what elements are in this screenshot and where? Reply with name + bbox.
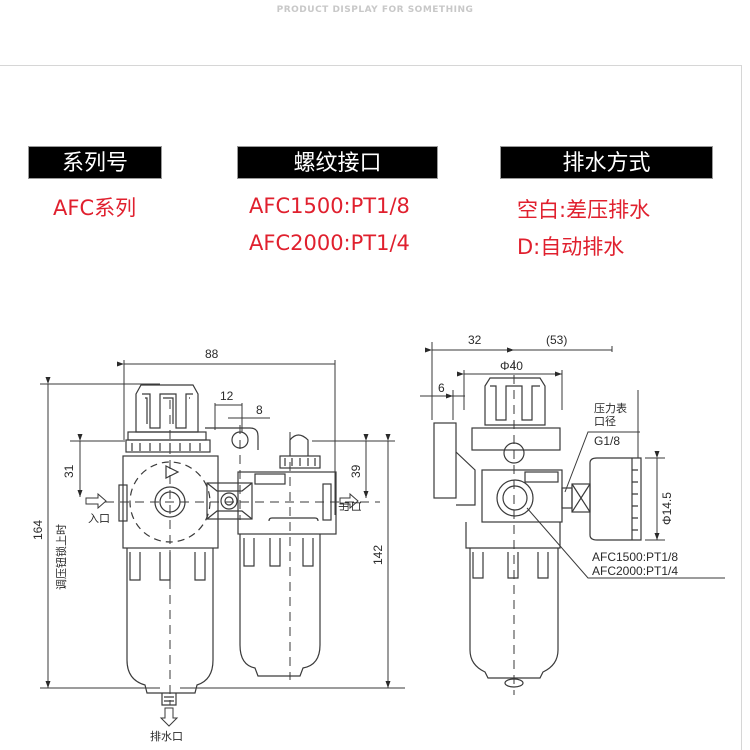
dim-height-port-left: 31 <box>62 464 76 478</box>
dim-width-total: 88 <box>205 347 219 361</box>
dim-port-offset: 12 <box>220 389 234 403</box>
dim-diameter-top: Φ40 <box>500 359 523 373</box>
gauge-port-block <box>206 482 253 520</box>
drain-label: 排水口 <box>150 729 183 743</box>
series-value: AFC系列 <box>53 196 137 220</box>
side-bowl <box>469 548 559 679</box>
gauge-port-label-1: 压力表 <box>594 401 627 415</box>
outlet-label-2: 口 <box>350 501 363 512</box>
regulator-knob <box>135 384 199 433</box>
section-frame-right <box>741 65 742 750</box>
drain-value-2: D:自动排水 <box>517 235 625 259</box>
page-caption: PRODUCT DISPLAY FOR SOMETHING <box>276 5 474 15</box>
thread-value-1: AFC1500:PT1/8 <box>249 194 410 218</box>
thread-heading: 螺纹接口 <box>237 146 438 179</box>
pressure-gauge <box>589 457 642 541</box>
side-view-drawing <box>433 377 642 688</box>
drain-heading: 排水方式 <box>500 146 713 179</box>
lubricator-cap <box>289 434 309 456</box>
lubricator-bowl <box>239 534 321 677</box>
gauge-thread-label: G1/8 <box>594 434 620 448</box>
dim-gauge-port: 8 <box>256 403 263 417</box>
dim-gauge-diameter: Φ14.5 <box>660 492 674 525</box>
outlet-label-1: 出 <box>337 501 351 512</box>
dim-right-width: (53) <box>546 333 567 347</box>
drain-value-1: 空白:差压排水 <box>517 198 651 222</box>
port-spec-1: AFC1500:PT1/8 <box>592 550 678 564</box>
thread-value-2: AFC2000:PT1/4 <box>249 231 410 255</box>
inlet-label: 入口 <box>88 512 110 525</box>
series-heading: 系列号 <box>28 146 162 179</box>
dim-height-total: 164 <box>31 520 45 540</box>
regulator-bowl <box>126 548 214 694</box>
dim-left-width: 32 <box>468 333 482 347</box>
lubricator-body <box>237 471 337 535</box>
gauge-port-label-2: 口径 <box>594 415 616 428</box>
dim-height-lubricator: 142 <box>371 545 385 565</box>
dim-bracket: 6 <box>438 381 445 395</box>
front-view-drawing <box>118 384 337 706</box>
section-divider <box>0 65 742 66</box>
vertical-note: 调压钮锁上时 <box>54 524 68 590</box>
port-spec-2: AFC2000:PT1/4 <box>592 564 678 578</box>
side-knob <box>484 377 546 426</box>
dim-height-port-right: 39 <box>349 464 363 478</box>
